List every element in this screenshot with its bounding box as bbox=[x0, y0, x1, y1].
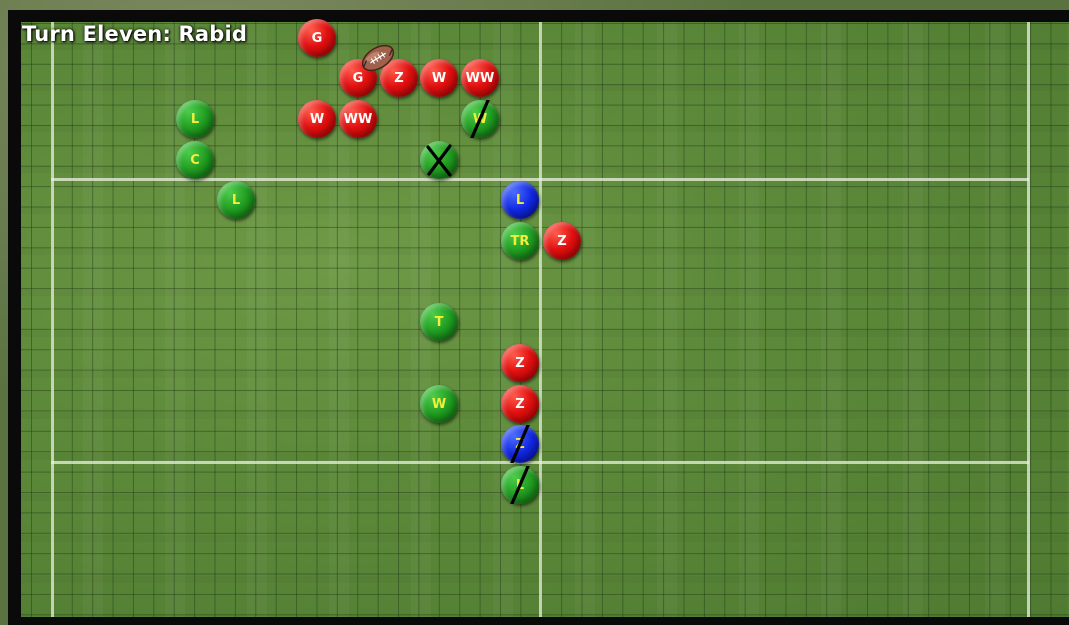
player-token-red[interactable]: Z bbox=[501, 344, 539, 382]
player-token-green[interactable]: L bbox=[501, 466, 539, 504]
player-token-green[interactable] bbox=[420, 141, 458, 179]
player-token-label: L bbox=[516, 193, 524, 208]
player-token-label: Z bbox=[515, 356, 524, 371]
player-token-red[interactable]: Z bbox=[543, 222, 581, 260]
player-token-label: WW bbox=[344, 112, 373, 127]
player-token-label: W bbox=[432, 397, 446, 412]
player-token-red[interactable]: WW bbox=[461, 59, 499, 97]
player-token-label: Z bbox=[515, 397, 524, 412]
player-token-green[interactable]: L bbox=[176, 100, 214, 138]
football-icon[interactable] bbox=[357, 40, 399, 76]
wide-zone-line-bottom bbox=[51, 461, 1029, 464]
player-token-label: WW bbox=[466, 71, 495, 86]
player-token-green[interactable]: W bbox=[461, 100, 499, 138]
sideline-right bbox=[1027, 22, 1030, 617]
sideline-left bbox=[51, 22, 54, 617]
player-token-red[interactable]: W bbox=[420, 59, 458, 97]
player-token-green[interactable]: T bbox=[420, 303, 458, 341]
player-token-label: T bbox=[435, 315, 444, 330]
player-token-label: Z bbox=[515, 437, 524, 452]
player-token-green[interactable]: C bbox=[176, 141, 214, 179]
player-token-red[interactable]: W bbox=[298, 100, 336, 138]
player-token-label: C bbox=[190, 153, 200, 168]
player-token-label: L bbox=[191, 112, 199, 127]
player-token-red[interactable]: Z bbox=[501, 385, 539, 423]
player-token-label: L bbox=[516, 478, 524, 493]
player-token-red[interactable]: WW bbox=[339, 100, 377, 138]
player-token-label: TR bbox=[511, 234, 530, 249]
player-token-green[interactable]: W bbox=[420, 385, 458, 423]
player-token-green[interactable]: L bbox=[217, 181, 255, 219]
player-token-label: W bbox=[310, 112, 324, 127]
player-token-red[interactable]: G bbox=[298, 19, 336, 57]
player-token-label: Z bbox=[557, 234, 566, 249]
casualty-cross-icon bbox=[420, 141, 458, 179]
player-token-label: L bbox=[232, 193, 240, 208]
player-token-label: W bbox=[432, 71, 446, 86]
player-token-label: W bbox=[473, 112, 487, 127]
halfway-line bbox=[539, 22, 542, 617]
player-token-blue[interactable]: Z bbox=[501, 425, 539, 463]
player-token-green[interactable]: TR bbox=[501, 222, 539, 260]
player-token-blue[interactable]: L bbox=[501, 181, 539, 219]
player-token-label: G bbox=[312, 31, 323, 46]
turn-title: Turn Eleven: Rabid bbox=[22, 22, 247, 46]
